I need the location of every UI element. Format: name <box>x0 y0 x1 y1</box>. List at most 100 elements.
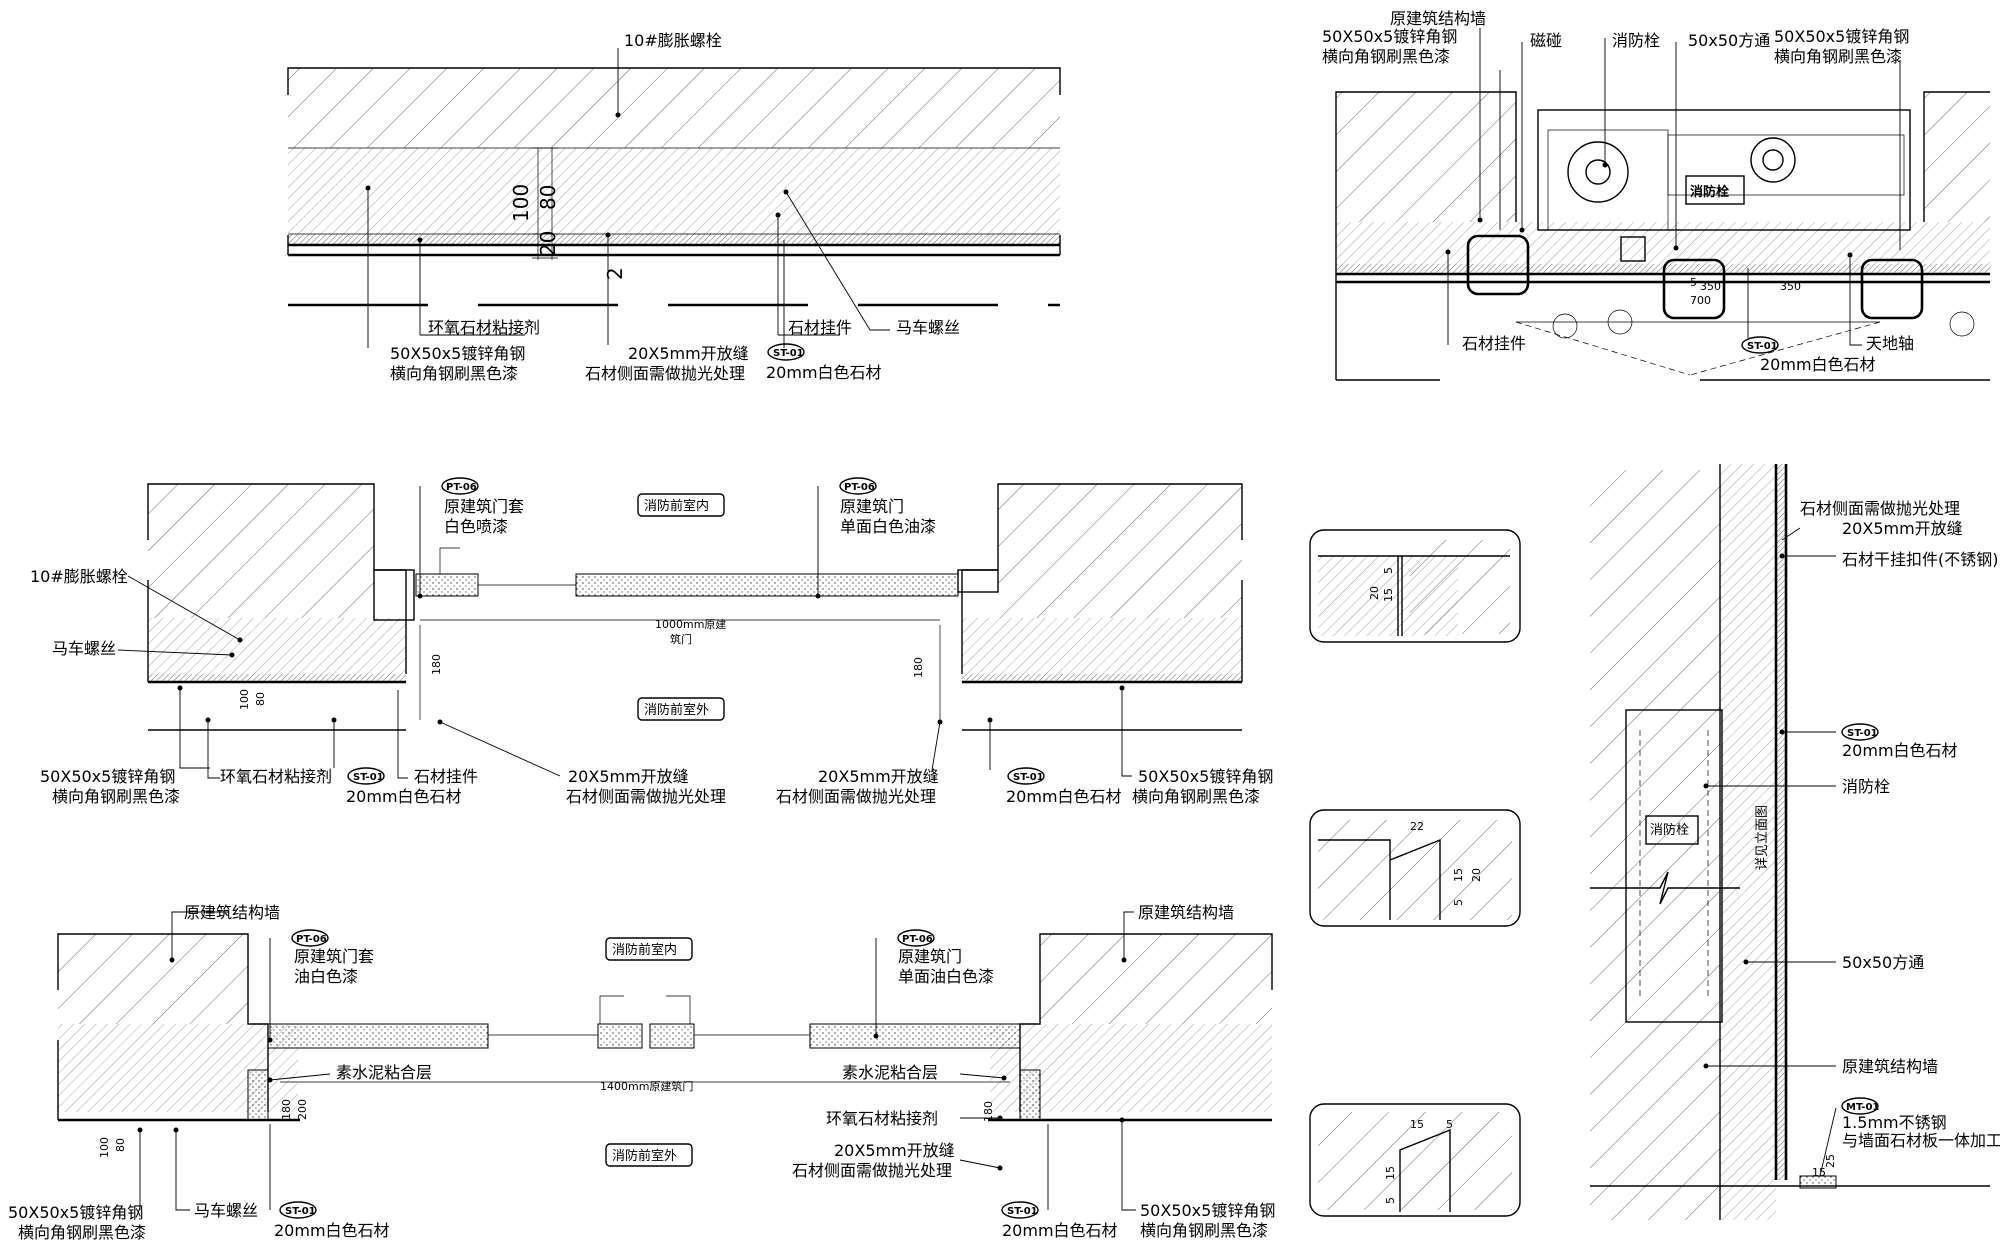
label-open-joint-left-1: 20X5mm开放缝 <box>568 767 689 786</box>
dim-20: 20 <box>536 231 560 256</box>
dim-2: 2 <box>603 267 627 280</box>
s3-dim-15: 15 <box>1410 1118 1424 1131</box>
s3-dim-5b: 5 <box>1384 1197 1397 1204</box>
label-open-joint-2: 石材侧面需做抛光处理 <box>792 1161 952 1180</box>
label-stone-hanger: 石材挂件 <box>1462 334 1526 353</box>
tag-pt06-right: PT-06 <box>902 934 933 945</box>
label-structural-wall-right: 原建筑结构墙 <box>1138 903 1234 922</box>
label-cement-layer-left: 素水泥粘合层 <box>336 1063 432 1082</box>
label-open-joint-right-2: 石材侧面需做抛光处理 <box>776 787 936 806</box>
detail-c: 1000mm原建 筑门 180 180 100 80 消防前室内 消防前室外 P… <box>30 477 1273 806</box>
label-angle-steel-r2: 横向角钢刷黑色漆 <box>1774 47 1902 66</box>
label-angle-steel-r1: 50X50x5镀锌角钢 <box>1140 1201 1275 1220</box>
label-angle-steel-r1: 50X50x5镀锌角钢 <box>1774 27 1909 46</box>
room-inside: 消防前室内 <box>644 498 709 514</box>
hydrant-cabinet <box>1537 109 1911 231</box>
tag-st01-right: ST-01 <box>1013 772 1044 783</box>
tag-st01-right: ST-01 <box>1007 1206 1038 1217</box>
tag-st01-text: ST-01 <box>773 348 804 359</box>
label-epoxy-adhesive: 环氧石材粘接剂 <box>428 318 540 337</box>
label-open-joint-1: 20X5mm开放缝 <box>628 344 749 363</box>
label-door-frame-2: 白色喷漆 <box>444 517 508 536</box>
dim-180-right: 180 <box>912 657 925 678</box>
label-carriage-bolt: 马车螺丝 <box>194 1201 258 1220</box>
label-hydrant: 消防栓 <box>1842 777 1890 796</box>
label-door-2: 单面白色油漆 <box>840 517 936 536</box>
s1-dim-15: 15 <box>1382 588 1395 602</box>
label-angle-steel-2: 横向角钢刷黑色漆 <box>18 1223 146 1242</box>
label-polish-note: 石材侧面需做抛光处理 <box>1800 499 1960 518</box>
room-inside: 消防前室内 <box>612 942 677 958</box>
label-epoxy-adhesive: 环氧石材粘接剂 <box>826 1109 938 1128</box>
detail-a: 100 80 20 2 10#膨胀螺栓 环氧石材粘接剂 50X50x5镀锌角钢 … <box>287 31 1061 383</box>
label-angle-steel-r2: 横向角钢刷黑色漆 <box>1140 1221 1268 1240</box>
label-pivot: 天地轴 <box>1866 334 1914 353</box>
label-magnetic-catch: 磁碰 <box>1530 31 1562 50</box>
label-angle-steel-2: 横向角钢刷黑色漆 <box>390 364 518 383</box>
small-detail-3: 15 5 15 5 <box>1309 1103 1521 1217</box>
opening-2: 筑门 <box>670 632 692 646</box>
room-outside: 消防前室外 <box>644 702 709 718</box>
label-hydrant: 消防栓 <box>1612 31 1660 50</box>
s2-dim-22: 22 <box>1410 820 1424 833</box>
label-angle-steel-1: 50X50x5镀锌角钢 <box>390 344 525 363</box>
tag-pt06-left: PT-06 <box>446 482 477 493</box>
label-expansion-bolt: 10#膨胀螺栓 <box>624 31 722 50</box>
tag-pt06-right: PT-06 <box>844 482 875 493</box>
label-structural-wall-left: 原建筑结构墙 <box>184 903 280 922</box>
label-stainless-2: 与墙面石材板一体加工 <box>1842 1131 2000 1150</box>
label-angle-steel-2: 横向角钢刷黑色漆 <box>1322 47 1450 66</box>
tag-st01 <box>767 343 805 361</box>
label-stone-hanger: 石材挂件 <box>788 318 852 337</box>
s1-dim-5: 5 <box>1382 567 1395 574</box>
label-white-stone-left: 20mm白色石材 <box>346 787 462 806</box>
opening: 1400mm原建筑门 <box>600 1079 693 1093</box>
tag-mt01: MT-01 <box>1846 1102 1879 1113</box>
dim-80: 80 <box>114 1138 127 1152</box>
hydrant-box-label: 消防栓 <box>1690 184 1729 200</box>
label-dry-hang-clip: 石材干挂扣件(不锈钢) <box>1842 550 1999 569</box>
label-white-stone-left: 20mm白色石材 <box>274 1221 390 1240</box>
dim-80: 80 <box>254 692 267 706</box>
s2-dim-5: 5 <box>1452 899 1465 906</box>
label-structural-wall: 原建筑结构墙 <box>1390 9 1486 28</box>
room-outside: 消防前室外 <box>612 1148 677 1164</box>
tag-st01-left: ST-01 <box>353 772 384 783</box>
tag-st01: ST-01 <box>1847 728 1878 739</box>
label-angle-steel-1: 50X50x5镀锌角钢 <box>40 767 175 786</box>
label-angle-steel-r1: 50X50x5镀锌角钢 <box>1138 767 1273 786</box>
dim-100: 100 <box>98 1137 111 1158</box>
dim-80: 80 <box>536 185 560 210</box>
label-angle-steel-r2: 横向角钢刷黑色漆 <box>1132 787 1260 806</box>
label-door-2: 单面油白色漆 <box>898 967 994 986</box>
label-white-stone: 20mm白色石材 <box>766 363 882 382</box>
s1-dim-20: 20 <box>1368 586 1381 600</box>
label-expansion-bolt: 10#膨胀螺栓 <box>30 567 128 586</box>
dim-700: 700 <box>1690 294 1711 307</box>
s3-dim-15v: 15 <box>1384 1166 1397 1180</box>
label-stainless-1: 1.5mm不锈钢 <box>1842 1113 1947 1132</box>
dim-180-right: 180 <box>982 1101 995 1122</box>
s3-dim-5a: 5 <box>1446 1118 1453 1131</box>
dim-25: 25 <box>1824 1154 1837 1168</box>
label-epoxy-adhesive: 环氧石材粘接剂 <box>220 767 332 786</box>
label-angle-steel-1: 50X50x5镀锌角钢 <box>8 1203 143 1222</box>
dim-100: 100 <box>238 689 251 710</box>
dim-350-left: 350 <box>1700 280 1721 293</box>
label-angle-steel-2: 横向角钢刷黑色漆 <box>52 787 180 806</box>
tag-st01: ST-01 <box>1747 341 1778 352</box>
tag-st01-left: ST-01 <box>285 1206 316 1217</box>
dim-200: 200 <box>296 1099 309 1120</box>
hydrant-box-label: 消防栓 <box>1650 822 1689 838</box>
label-stone-hanger: 石材挂件 <box>414 767 478 786</box>
label-square-tube: 50x50方通 <box>1688 31 1770 50</box>
opening-1: 1000mm原建 <box>655 617 726 631</box>
label-white-stone: 20mm白色石材 <box>1760 355 1876 374</box>
label-open-joint-2: 石材侧面需做抛光处理 <box>585 364 745 383</box>
label-white-stone-right: 20mm白色石材 <box>1006 787 1122 806</box>
dim-180-left: 180 <box>280 1099 293 1120</box>
label-square-tube: 50x50方通 <box>1842 953 1924 972</box>
label-open-joint-1: 20X5mm开放缝 <box>834 1141 955 1160</box>
label-cement-layer-right: 素水泥粘合层 <box>842 1063 938 1082</box>
detail-e: 消防栓 详见立面图 石材侧面需做抛光处理 20X5mm开放缝 石材干挂扣件(不锈… <box>1590 464 2000 1220</box>
